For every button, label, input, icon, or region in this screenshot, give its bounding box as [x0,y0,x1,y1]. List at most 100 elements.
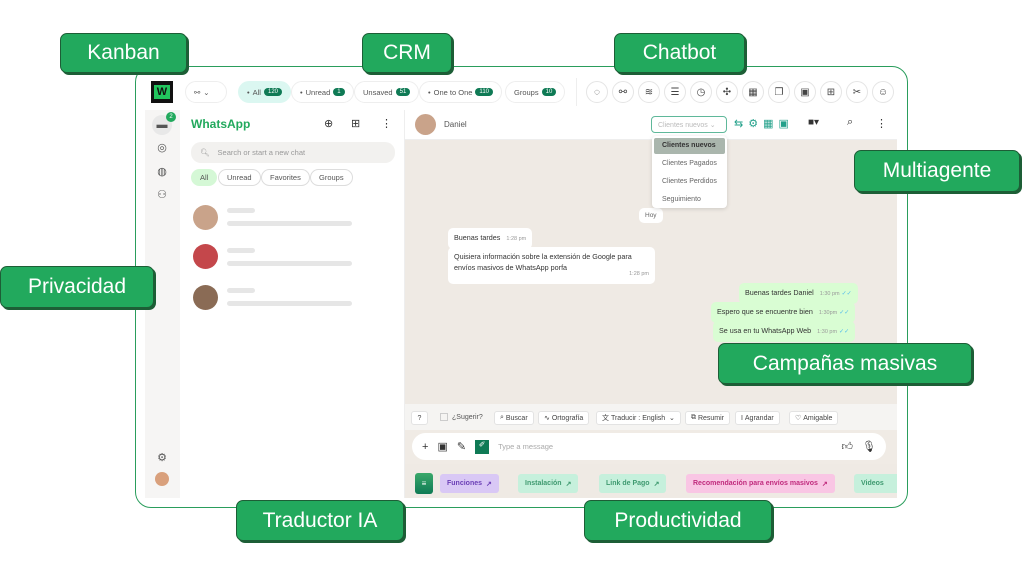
avatar[interactable] [193,244,218,269]
chip-unread[interactable]: Unread [218,169,261,186]
stage-dropdown: Clientes nuevos Clientes Pagados Cliente… [652,136,727,208]
skeleton [227,301,352,306]
button-label: Traducir : English [610,414,666,422]
window-icon[interactable]: ▣ [794,81,816,103]
message-input[interactable]: +▣✎✐ Type a message 👍︎🎙︎ [412,433,886,460]
new-group-icon[interactable]: ⊞ [351,118,361,130]
link-icon[interactable]: ⚯ [612,81,634,103]
new-chat-icon[interactable]: ⊕ [324,118,334,130]
pen-icon[interactable]: ✎ [456,441,467,453]
menu-icon[interactable]: ⋮ [381,118,392,130]
ai-write-icon[interactable]: ✐ [475,439,490,454]
chevron-down-icon: ⌄ [203,87,210,97]
apps-icon[interactable]: ⊞ [820,81,842,103]
settings-icon[interactable]: ⚙ [157,452,167,464]
contact-card-icon[interactable]: ▣ [778,118,794,130]
layers-icon[interactable]: ≋ [638,81,660,103]
stage-option[interactable]: Clientes nuevos [654,138,725,154]
ortografia-button[interactable]: ∿ Ortografía [538,411,590,425]
stage-option[interactable]: Clientes Pagados [662,160,717,167]
quick-instalacion[interactable]: Instalación↗ [518,474,579,493]
channels-icon[interactable]: ◍ [157,166,167,178]
message-text: Buenas tardes Daniel [745,288,814,297]
video-call-icon[interactable]: ■▾ [808,117,820,128]
traducir-button[interactable]: 文 Traducir : English ⌄ [596,411,681,425]
broadcast-icon[interactable]: ☰ [664,81,686,103]
skeleton [227,261,352,266]
communities-icon[interactable]: ⚇ [157,189,167,201]
plus-icon[interactable]: + [422,440,429,453]
callout-multiagente: Multiagente [854,150,1020,192]
button-label: Amigable [803,414,833,422]
filter-icon[interactable]: ≡ [415,473,433,494]
quick-link-pago[interactable]: Link de Pago↗ [599,474,667,493]
message-text: Espero que se encuentre bien [717,307,813,316]
copy-chat-icon[interactable]: ❐ [768,81,790,103]
agrandar-button[interactable]: I Agrandar [735,411,780,425]
filter-count: 1 [333,88,345,96]
stage-option[interactable]: Clientes Perdidos [662,178,717,185]
sticker-icon[interactable]: ▣ [437,441,448,453]
avatar[interactable] [193,285,218,310]
user-icon[interactable]: ☺ [872,81,894,103]
message-time: 1:28 pm [506,236,527,242]
contact-name: Daniel [444,120,467,129]
chat-icon[interactable]: ◌ [586,81,608,103]
quick-label: Funciones [447,480,483,487]
menu-icon[interactable]: ⋮ [876,118,887,130]
status-icon[interactable]: ◎ [157,142,167,154]
logo: W [151,81,173,103]
suggest-label: ¿Sugerir? [452,413,483,421]
quick-videos[interactable]: Videos [854,474,897,493]
chip-favorites[interactable]: Favorites [261,169,310,186]
filter-count: 110 [475,88,493,96]
contact-avatar[interactable] [415,114,436,135]
link-dropdown[interactable]: ⚯⌄ [185,81,227,103]
crm-icons[interactable]: ⇆⚙▦▣ [734,117,794,130]
mic-icon[interactable]: 🎙︎ [862,441,876,453]
callout-crm: CRM [362,33,452,73]
read-check-icon: ✓✓ [839,329,850,335]
amigable-button[interactable]: ♡ Amigable [789,411,839,425]
search-icon: 🔍︎ [200,148,210,157]
webhook-icon[interactable]: ✣ [716,81,738,103]
checkbox[interactable] [440,413,448,421]
chip-all[interactable]: All [191,169,218,186]
day-separator: Hoy [639,208,663,223]
search-input[interactable]: 🔍︎Search or start a new chat [191,142,395,163]
message-time: 1:30 pm [817,329,838,335]
search-icon[interactable]: ⌕ [847,116,854,128]
resumir-button[interactable]: ⧉ Resumir [685,411,731,425]
calendar-icon[interactable]: ▦ [742,81,764,103]
stage-select[interactable]: Clientes nuevos ⌄ [651,116,727,133]
button-label: Ortografía [551,414,584,422]
clock-icon[interactable]: ◷ [690,81,712,103]
filter-count: 10 [541,88,557,96]
buscar-button[interactable]: ⌕ Buscar [494,411,534,425]
callout-campanas: Campañas masivas [718,343,972,384]
quick-label: Recomendación para envíos masivos [693,480,818,487]
help-icon[interactable]: ? [411,411,428,425]
quick-recomendacion[interactable]: Recomendación para envíos masivos↗ [686,474,835,493]
gear-icon[interactable]: ⚙ [748,118,764,130]
suggest-checkbox[interactable]: ¿Sugerir? [440,413,483,421]
quick-funciones[interactable]: Funciones↗ [440,474,499,493]
calendar-icon[interactable]: ▦ [763,118,779,130]
profile-avatar[interactable] [155,472,169,486]
transfer-icon[interactable]: ⇆ [734,118,749,130]
chip-groups[interactable]: Groups [310,169,353,186]
quick-label: Instalación [525,480,562,487]
stage-option[interactable]: Seguimiento [662,196,701,203]
thumbs-up-icon[interactable]: 👍︎ [841,441,854,453]
callout-kanban: Kanban [60,33,187,73]
read-check-icon: ✓✓ [839,310,850,316]
avatar[interactable] [193,205,218,230]
divider [576,78,577,106]
free-tools-icon[interactable]: ✂ [846,81,868,103]
